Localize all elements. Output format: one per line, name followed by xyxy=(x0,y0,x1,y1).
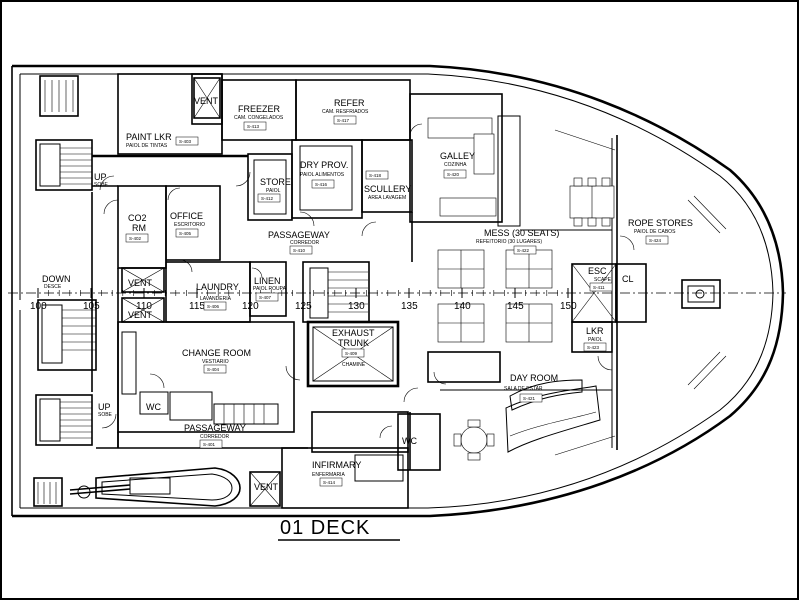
room-label-store: STORE xyxy=(260,177,291,187)
room-label-up-2: UP xyxy=(98,402,111,412)
room-label-cl: CL xyxy=(622,274,634,284)
frame-label-140: 140 xyxy=(454,301,471,312)
room-sub-passageway-1: CORREDOR xyxy=(290,240,320,246)
room-label-vent-2: VENT xyxy=(128,278,153,288)
room-num-paint-lkr: S-403 xyxy=(179,139,192,144)
room-sub-change-room: VESTIARIO xyxy=(202,359,229,365)
room-sub-passageway-2: CORREDOR xyxy=(200,434,230,440)
frame-label-120: 120 xyxy=(242,301,259,312)
room-num-mess: S-422 xyxy=(517,248,530,253)
room-label-wc-1: WC xyxy=(146,402,161,412)
room-label-paint-lkr: PAINT LKR xyxy=(126,132,172,142)
doors xyxy=(99,123,635,439)
room-sub-down: DESCE xyxy=(44,284,62,290)
room-label-passageway-2: PASSAGEWAY xyxy=(184,423,246,433)
room-num-passageway-2: S-401 xyxy=(203,442,216,447)
room-sub-laundry: LAVANDERIA xyxy=(200,296,232,302)
room-label-down: DOWN xyxy=(42,274,71,284)
room-sub-paint-lkr: PAIOL DE TINTAS xyxy=(126,143,168,149)
room-label-day-room: DAY ROOM xyxy=(510,373,558,383)
frame-label-115: 115 xyxy=(189,301,205,312)
room-label-co2-rm-line2: RM xyxy=(132,223,146,233)
frame-label-150: 150 xyxy=(560,301,577,312)
room-label-esc: ESC xyxy=(588,266,607,276)
room-label-mess: MESS (30 SEATS) xyxy=(484,228,559,238)
room-num-rope-stores: S-424 xyxy=(649,238,662,243)
room-sub-dry-prov: PAIOL ALIMENTOS xyxy=(300,172,345,178)
room-label-scullery: SCULLERY xyxy=(364,184,411,194)
room-num-office: S-405 xyxy=(179,231,192,236)
room-label-vent-1: VENT xyxy=(194,96,219,106)
room-label-wc-2: WC xyxy=(402,436,417,446)
room-num-esc: S-411 xyxy=(593,285,605,290)
mess-tables xyxy=(427,117,615,461)
stairs xyxy=(33,75,370,507)
room-num-galley: S-420 xyxy=(447,172,460,177)
room-sub-up-2: SOBE xyxy=(98,412,113,418)
room-label-refer: REFER xyxy=(334,98,365,108)
room-num-passageway-1: S-410 xyxy=(293,248,306,253)
room-num-day-room: S-421 xyxy=(523,396,536,401)
room-label-co2-rm-line1: CO2 xyxy=(128,213,147,223)
room-num-freezer: S-413 xyxy=(247,124,260,129)
room-num-dry-prov: S-416 xyxy=(315,182,328,187)
frame-label-130: 130 xyxy=(348,301,365,312)
room-sub-up-1: SOBE xyxy=(94,182,109,188)
room-num-linen: S-407 xyxy=(259,295,272,300)
room-label-laundry: LAUNDRY xyxy=(196,282,239,292)
room-label-linen: LINEN xyxy=(254,276,281,286)
frame-label-100: 100 xyxy=(30,301,47,312)
room-sub-exhaust-trunk: CHAMINE xyxy=(342,362,366,368)
room-label-vent-3: VENT xyxy=(128,310,153,320)
room-num-infirmary: S-414 xyxy=(323,480,336,485)
room-label-change-room: CHANGE ROOM xyxy=(182,348,251,358)
room-label-passageway-1: PASSAGEWAY xyxy=(268,230,330,240)
room-sub-refer: CAM. RESFRIADOS xyxy=(322,109,369,115)
frame-label-105: 105 xyxy=(83,301,100,312)
room-label-office: OFFICE xyxy=(170,211,203,221)
room-sub-rope-stores: PAIOL DE CABOS xyxy=(634,229,676,235)
room-label-galley: GALLEY xyxy=(440,151,475,161)
room-num-lkr: S-423 xyxy=(587,345,600,350)
room-sub-esc: SCAPE xyxy=(594,277,612,283)
room-label-rope-stores: ROPE STORES xyxy=(628,218,693,228)
frame-label-145: 145 xyxy=(507,301,524,312)
room-sub-store: PAIOL xyxy=(266,188,281,194)
room-num-co2-rm: S-402 xyxy=(129,236,142,241)
room-sub-linen: PAIOL ROUPA xyxy=(253,286,287,292)
room-sub-lkr: PAIOL xyxy=(588,337,603,343)
room-num-exhaust-trunk: S-409 xyxy=(345,351,358,356)
room-num-store: S-412 xyxy=(261,196,274,201)
room-label-up-1: UP xyxy=(94,172,107,182)
room-num-change-room: S-404 xyxy=(207,367,220,372)
room-num-laundry: S-406 xyxy=(207,304,220,309)
room-sub-infirmary: ENFERMARIA xyxy=(312,472,345,478)
page-title: 01 DECK xyxy=(280,517,370,539)
room-sub-mess: REFEITORIO (30 LUGARES) xyxy=(476,239,542,245)
room-num-refer: S-417 xyxy=(337,118,350,123)
frame-labels: 100 105 110 115 120 125 130 135 140 145 150 xyxy=(30,301,577,312)
room-sub-galley: COZINHA xyxy=(444,162,467,168)
frame-label-135: 135 xyxy=(401,301,418,312)
room-sub-freezer: CAM. CONGELADOS xyxy=(234,115,284,121)
room-label-exhaust-trunk-line1: EXHAUST xyxy=(332,328,375,338)
walls xyxy=(69,73,721,509)
room-label-dry-prov: DRY PROV. xyxy=(300,160,348,170)
room-num-scullery: S-418 xyxy=(369,173,382,178)
room-label-vent-4: VENT xyxy=(254,482,279,492)
room-sub-day-room: SALA DE ESTAR xyxy=(504,386,543,392)
room-sub-scullery: AREA LAVAGEM xyxy=(368,195,406,201)
room-label-exhaust-trunk-line2: TRUNK xyxy=(338,338,369,348)
room-label-freezer: FREEZER xyxy=(238,104,281,114)
room-sub-office: ESCRITORIO xyxy=(174,222,205,228)
room-label-infirmary: INFIRMARY xyxy=(312,460,361,470)
frame-label-125: 125 xyxy=(295,301,312,312)
room-label-lkr: LKR xyxy=(586,326,604,336)
frame-label-110: 110 xyxy=(136,301,152,312)
room-labels: VENT PAINT LKR PAIOL DE TINTAS S-403 FRE… xyxy=(42,96,693,492)
